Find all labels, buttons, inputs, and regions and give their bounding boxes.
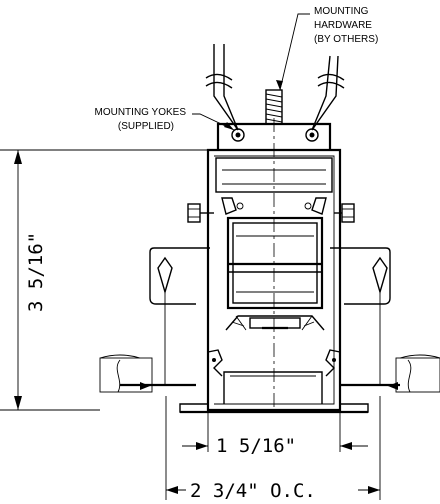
inner-width-dimension: [182, 412, 368, 452]
yokes-leader: [192, 113, 235, 131]
spacing-dimension-text: 2 3/4" O.C.: [190, 480, 316, 502]
side-hanger-left: [149, 247, 210, 384]
threaded-rod: [265, 89, 283, 125]
height-dimension-text: 3 5/16": [25, 232, 47, 312]
side-bolt-left: [187, 203, 214, 223]
side-hanger-right: [330, 247, 391, 384]
yokes-label-line1: MOUNTING YOKES: [95, 107, 187, 118]
lower-clip-right: [325, 349, 341, 377]
internal-clips: [221, 197, 327, 215]
yokes-arrowhead: [224, 122, 234, 130]
spacing-dimension: [165, 396, 381, 500]
hardware-leader: [279, 13, 310, 91]
lamp-block: [226, 216, 324, 310]
hardware-arrowhead: [276, 80, 283, 90]
hardware-label-line1: MOUNTING: [314, 6, 369, 17]
inner-width-dimension-text: 1 5/16": [216, 435, 296, 457]
wire-twist-left: [205, 44, 239, 131]
height-dimension: [0, 149, 210, 411]
hardware-label-line2: HARDWARE: [314, 20, 372, 31]
hardware-label-line3: (BY OTHERS): [314, 34, 378, 45]
lower-clip-left: [207, 349, 223, 377]
ceiling-profile-left: [99, 354, 196, 393]
ceiling-profile-right: [340, 354, 440, 393]
yokes-label-line2: (SUPPLIED): [118, 121, 174, 132]
wire-twist-right: [311, 55, 345, 131]
side-bolt-right: [334, 203, 355, 223]
lens-assembly: [225, 315, 325, 331]
